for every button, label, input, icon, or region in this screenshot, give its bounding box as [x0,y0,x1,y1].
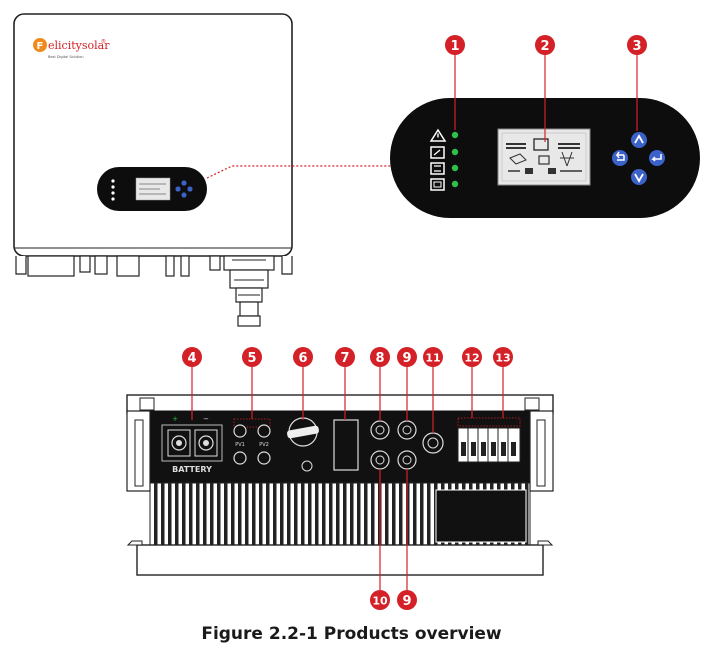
svg-text:11: 11 [425,352,440,365]
pv-connectors: PV1 PV2 [233,418,271,465]
svg-text:9: 9 [402,594,411,609]
svg-text:®: ® [101,38,106,45]
escape-button[interactable] [612,150,628,166]
callout-10: 10 [370,469,390,610]
svg-text:7: 7 [340,351,349,366]
svg-text:+: + [172,415,178,423]
callout-12: 12 [462,347,482,418]
callout-11: 11 [423,347,443,433]
svg-text:elicitysolar: elicitysolar [48,39,110,52]
svg-text:PV1: PV1 [235,442,245,448]
inverter-front-view: F elicitysolar ® Best Digital Solution [13,13,293,327]
callout-9-lower: 9 [397,469,417,610]
svg-text:12: 12 [464,352,479,365]
zoom-leader-line [206,165,395,179]
callout-8: 8 [370,347,390,421]
svg-text:9: 9 [402,351,411,366]
svg-text:4: 4 [187,351,196,366]
terminal-blocks [457,417,521,463]
callout-13: 13 [493,347,513,418]
callout-5: 5 [242,347,262,419]
enter-button[interactable] [649,150,665,166]
svg-text:6: 6 [298,351,307,366]
callout-3: 3 [627,35,647,131]
charging-icon [430,146,445,159]
callout-7: 7 [335,347,355,420]
inverter-bottom-view: + − BATTERY PV1 PV2 [126,394,554,576]
callout-4: 4 [182,347,202,420]
brand-logo: F elicitysolar ® Best Digital Solution [33,38,110,59]
svg-text:5: 5 [247,351,256,366]
led-indicator [451,180,459,188]
battery-terminals: + − BATTERY [161,415,223,474]
figure-caption: Figure 2.2-1 Products overview [201,624,502,644]
battery-mode-icon [430,162,445,175]
led-indicator [451,131,459,139]
up-button[interactable] [631,132,647,148]
svg-text:3: 3 [632,39,641,54]
svg-text:Best Digital Solution: Best Digital Solution [48,55,84,59]
led-indicator [451,164,459,172]
svg-text:BATTERY: BATTERY [172,465,212,474]
svg-text:−: − [203,415,209,423]
svg-text:8: 8 [375,351,384,366]
warning-icon [429,128,447,142]
lcd-display [497,128,591,186]
svg-text:F: F [37,41,44,52]
led-indicator [451,148,459,156]
enlarged-control-panel [390,98,700,218]
communication-cover [333,419,359,471]
callout-1: 1 [445,35,465,130]
callout-9: 9 [397,347,417,421]
ac-ports [370,420,444,470]
svg-text:10: 10 [372,595,388,608]
down-button[interactable] [631,169,647,185]
callout-6: 6 [293,347,313,420]
ac-output-icon [430,178,445,191]
callout-2: 2 [535,35,555,142]
svg-text:2: 2 [540,39,549,54]
svg-text:13: 13 [495,352,510,365]
svg-text:1: 1 [450,39,459,54]
svg-text:PV2: PV2 [259,442,269,448]
pv-switch[interactable] [287,417,320,472]
